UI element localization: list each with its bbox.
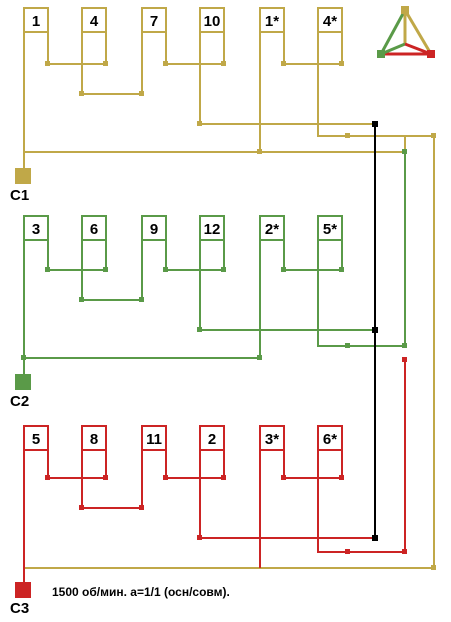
- wire: [47, 240, 107, 271]
- coil-box: [81, 425, 107, 451]
- coil-box: [23, 425, 49, 451]
- coil-box: [259, 425, 285, 451]
- coil-box: [199, 215, 225, 241]
- coil-box: [259, 215, 285, 241]
- wire: [165, 240, 225, 271]
- bridge-line: [372, 121, 378, 541]
- coil-label: 3: [32, 221, 40, 238]
- coil-box: [141, 215, 167, 241]
- coil-box: [23, 215, 49, 241]
- terminal-c3: [15, 582, 31, 598]
- coil-box: [199, 7, 225, 33]
- wire: [317, 152, 406, 347]
- coil-box: [199, 425, 225, 451]
- wire: [81, 240, 143, 301]
- coil-box: [259, 7, 285, 33]
- coil-box: [141, 7, 167, 33]
- coil-label: 2*: [265, 221, 279, 238]
- wire: [165, 32, 225, 65]
- coil-label: 7: [150, 13, 158, 30]
- wire: [199, 32, 375, 125]
- coil-label: 4: [90, 13, 99, 30]
- wire: [283, 450, 343, 479]
- wire: [199, 240, 375, 331]
- coil-box: [81, 7, 107, 33]
- coil-label: 5*: [323, 221, 337, 238]
- coil-label: 6: [90, 221, 98, 238]
- wire: [317, 360, 406, 553]
- coil-box: [23, 7, 49, 33]
- coil-label: 5: [32, 431, 40, 448]
- coil-box: [141, 425, 167, 451]
- caption: 1500 об/мин. a=1/1 (осн/совм).: [52, 585, 230, 599]
- terminal-c2: [15, 374, 31, 390]
- terminal-c1: [15, 168, 31, 184]
- group-c1: [23, 7, 435, 569]
- wire: [47, 32, 107, 65]
- coil-label: 6*: [323, 431, 337, 448]
- coil-label: 3*: [265, 431, 279, 448]
- coil-label: 4*: [323, 13, 337, 30]
- wire: [165, 450, 225, 479]
- wire: [199, 450, 375, 539]
- coil-box: [317, 7, 343, 33]
- coil-label: 2: [208, 431, 216, 448]
- coil-label: 1: [32, 13, 40, 30]
- triangle-delta-icon: [377, 6, 435, 58]
- coil-label: 8: [90, 431, 98, 448]
- coil-label: 9: [150, 221, 158, 238]
- group-label-c1: C1: [10, 187, 29, 204]
- coil-label: 1*: [265, 13, 279, 30]
- coil-label: 12: [204, 221, 221, 238]
- group-label-c3: C3: [10, 600, 29, 617]
- coil-box: [81, 215, 107, 241]
- coil-label: 11: [146, 431, 162, 448]
- wire: [47, 450, 107, 479]
- coil-box: [317, 215, 343, 241]
- group-label-c2: C2: [10, 393, 29, 410]
- wire: [81, 450, 143, 509]
- coil-box: [317, 425, 343, 451]
- wire: [23, 32, 406, 153]
- group-c3: [23, 360, 406, 584]
- wire: [23, 240, 261, 359]
- wire: [283, 32, 343, 65]
- wire: [81, 32, 143, 95]
- wire: [283, 240, 343, 271]
- coil-label: 10: [204, 13, 221, 30]
